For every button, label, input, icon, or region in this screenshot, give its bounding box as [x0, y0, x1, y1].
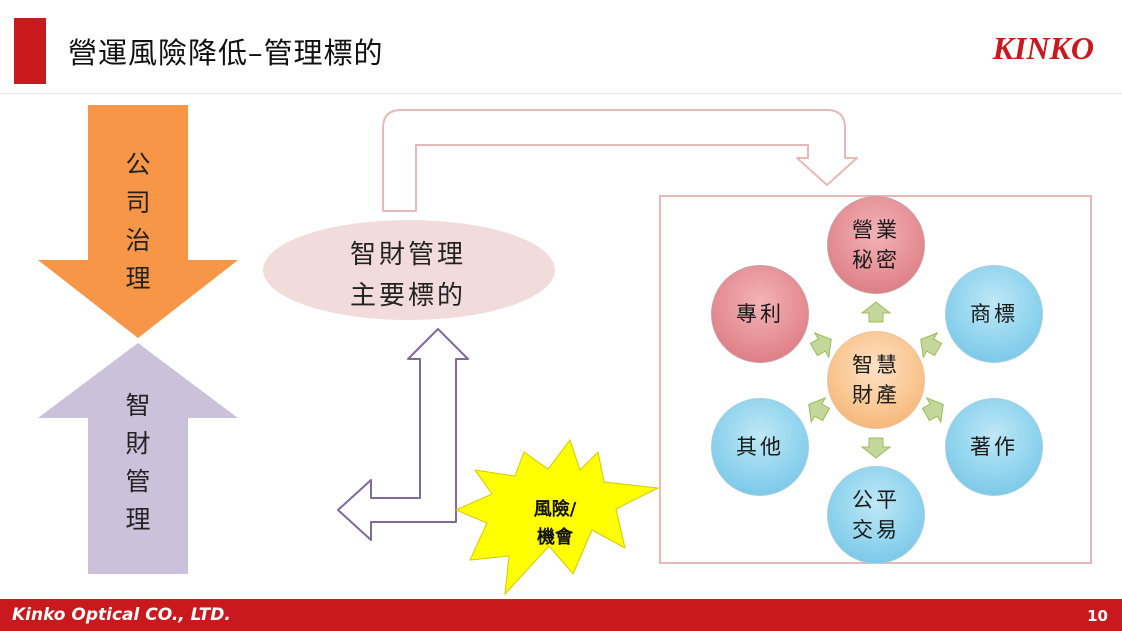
arrow-to-patent [809, 331, 832, 359]
ip-management-arrow [38, 343, 238, 574]
ip-management-target-ellipse [263, 220, 555, 320]
brand-logo: KINKO [992, 30, 1094, 66]
arrow-to-fair-trade [860, 437, 892, 459]
footer-company: Kinko Optical CO., LTD. [12, 605, 231, 625]
starburst-label: 風險/ 機會 [533, 499, 577, 548]
hollow-arrow-to-ip-box [382, 109, 858, 212]
title-accent-bar [14, 18, 46, 84]
circle-trade-secret: 營業 秘密 [827, 196, 925, 294]
risk-opportunity-starburst [454, 438, 660, 596]
arrow-to-trade-secret [860, 301, 892, 323]
circle-intellectual-property: 智慧 財產 [827, 331, 925, 429]
circle-fair-trade: 公平 交易 [827, 466, 925, 564]
page-number: 10 [1087, 607, 1108, 625]
ip-management-label: 智 財 管 理 [125, 391, 151, 534]
circle-trademark: 商標 [945, 265, 1043, 363]
slide-title: 營運風險降低–管理標的 [68, 36, 384, 70]
arrow-to-copyright [921, 396, 944, 424]
arrow-to-trademark [920, 331, 943, 359]
title-divider [0, 93, 1122, 94]
circle-copyright: 著作 [945, 398, 1043, 496]
corporate-governance-arrow [38, 105, 238, 338]
footer-bar: Kinko Optical CO., LTD. 10 [0, 599, 1122, 631]
arrow-to-other [808, 396, 831, 424]
ellipse-label: 智財管理 主要標的 [349, 240, 466, 311]
corporate-governance-label: 公 司 治 理 [125, 150, 151, 293]
circle-other: 其他 [711, 398, 809, 496]
hollow-arrow-risk-feedback [337, 328, 469, 541]
circle-patent: 專利 [711, 265, 809, 363]
